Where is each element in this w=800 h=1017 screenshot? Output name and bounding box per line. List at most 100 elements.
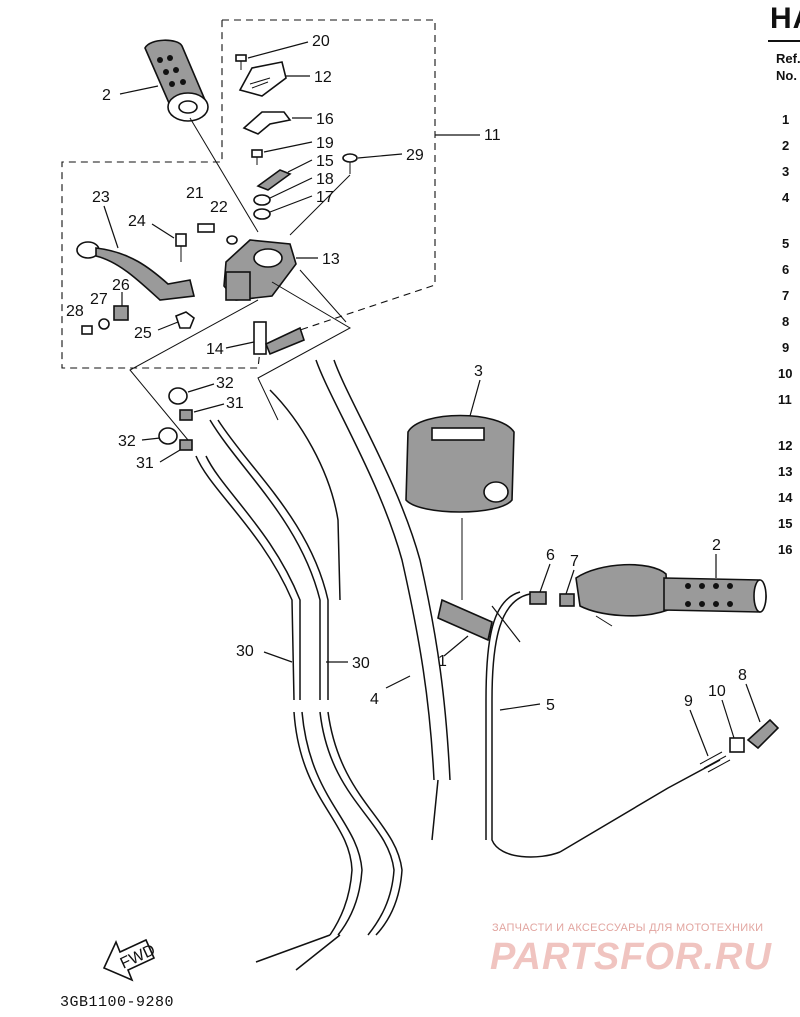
leader-5 (499, 703, 541, 711)
lever-15 (256, 169, 292, 191)
switch-housing-3 (405, 414, 515, 513)
leader-2a (119, 85, 159, 95)
parts-list-title: HA (770, 2, 800, 35)
leader-31b (159, 449, 181, 463)
callout-19: 19 (316, 135, 334, 152)
nut-27 (98, 318, 110, 330)
callout-4: 4 (370, 691, 379, 708)
callout-3: 3 (474, 363, 483, 380)
spring-9 (699, 751, 731, 773)
assembly-11-box (61, 19, 436, 369)
pivot-26 (113, 305, 129, 321)
callout-1: 1 (438, 653, 447, 670)
header-rule (768, 40, 800, 42)
ref-row: 16 (778, 542, 793, 557)
ref-row: 8 (782, 314, 790, 329)
callout-8: 8 (738, 667, 747, 684)
clutch-cable-4 (269, 359, 451, 841)
callout-9: 9 (684, 693, 693, 710)
callout-11: 11 (484, 127, 501, 144)
washer-18 (253, 194, 271, 206)
ref-row: 4 (782, 190, 790, 205)
leader-32b (141, 437, 161, 441)
gasket-16 (242, 111, 292, 135)
bolt-24 (175, 233, 187, 262)
callout-30a: 30 (236, 643, 254, 660)
adjuster-10 (729, 737, 745, 753)
callout-13: 13 (322, 251, 340, 268)
callout-21: 21 (186, 185, 204, 202)
ref-row: 14 (778, 490, 793, 505)
screw-20 (235, 54, 247, 70)
cover-12 (238, 61, 287, 97)
leader-29 (357, 153, 403, 159)
leader-18 (269, 177, 313, 199)
grip-axis-line (189, 117, 259, 233)
callout-32a: 32 (216, 375, 234, 392)
adjuster-31b (179, 439, 193, 451)
leader-14 (225, 341, 255, 349)
watermark-tagline: ЗАПЧАСТИ И АКСЕССУАРЫ ДЛЯ МОТОТЕХНИКИ (492, 922, 764, 934)
callout-2b: 2 (712, 537, 721, 554)
ref-row: 7 (782, 288, 790, 303)
throttle-housing (575, 563, 669, 617)
parts-list-header: HA Ref. No. 1 2 3 4 5 6 7 8 9 10 11 12 1… (768, 0, 800, 620)
adjuster-6 (529, 591, 547, 605)
callout-32b: 32 (118, 433, 136, 450)
leader-3 (469, 379, 481, 417)
leader-8 (745, 683, 761, 723)
callout-31b: 31 (136, 455, 154, 472)
leader-24 (151, 223, 175, 239)
ref-no-label: Ref. No. (776, 51, 800, 83)
callout-6: 6 (546, 547, 555, 564)
callout-29: 29 (406, 147, 424, 164)
callout-14: 14 (206, 341, 224, 358)
screw-7-axis (595, 615, 613, 627)
callout-2a: 2 (102, 87, 111, 104)
leader-10 (721, 699, 735, 739)
right-grip (663, 577, 767, 613)
ref-row: 11 (778, 392, 792, 407)
throttle-cable-5 (485, 591, 721, 858)
leader-4 (385, 675, 411, 689)
ref-row: 3 (782, 164, 790, 179)
leader-31a (193, 403, 225, 413)
bolt-21 (197, 223, 215, 233)
throttle-cable-30b (209, 419, 403, 936)
screw-29 (342, 153, 358, 174)
callout-5: 5 (546, 697, 555, 714)
throttle-cable-30a (195, 455, 363, 971)
leader-1b (491, 605, 521, 643)
leader-20 (247, 41, 309, 59)
callout-10: 10 (708, 683, 726, 700)
watermark-brand: PARTSFOR.RU (490, 936, 772, 978)
callout-7: 7 (570, 553, 579, 570)
callout-16: 16 (316, 111, 334, 128)
left-grip (144, 39, 209, 122)
ref-row: 10 (778, 366, 793, 381)
callout-31a: 31 (226, 395, 244, 412)
ref-row: 12 (778, 438, 793, 453)
leader-15 (287, 159, 313, 173)
nut-7 (559, 593, 575, 607)
leader-17 (269, 195, 313, 213)
leader-30a (263, 651, 293, 663)
handlebar-1 (437, 598, 493, 642)
leader-23 (103, 205, 119, 249)
callout-15: 15 (316, 153, 334, 170)
ref-row: 5 (782, 236, 790, 251)
callout-24: 24 (128, 213, 146, 230)
ref-row: 9 (782, 340, 790, 355)
callout-28: 28 (66, 303, 84, 320)
switch-14 (253, 321, 305, 356)
leader-25 (157, 321, 179, 331)
callout-26: 26 (112, 277, 130, 294)
leader-7 (565, 569, 575, 595)
callout-30b: 30 (352, 655, 370, 672)
adjuster-31a (179, 409, 193, 421)
callout-27: 27 (90, 291, 108, 308)
callout-18: 18 (316, 171, 334, 188)
spring-17 (253, 208, 271, 220)
leader-32a (187, 383, 215, 393)
